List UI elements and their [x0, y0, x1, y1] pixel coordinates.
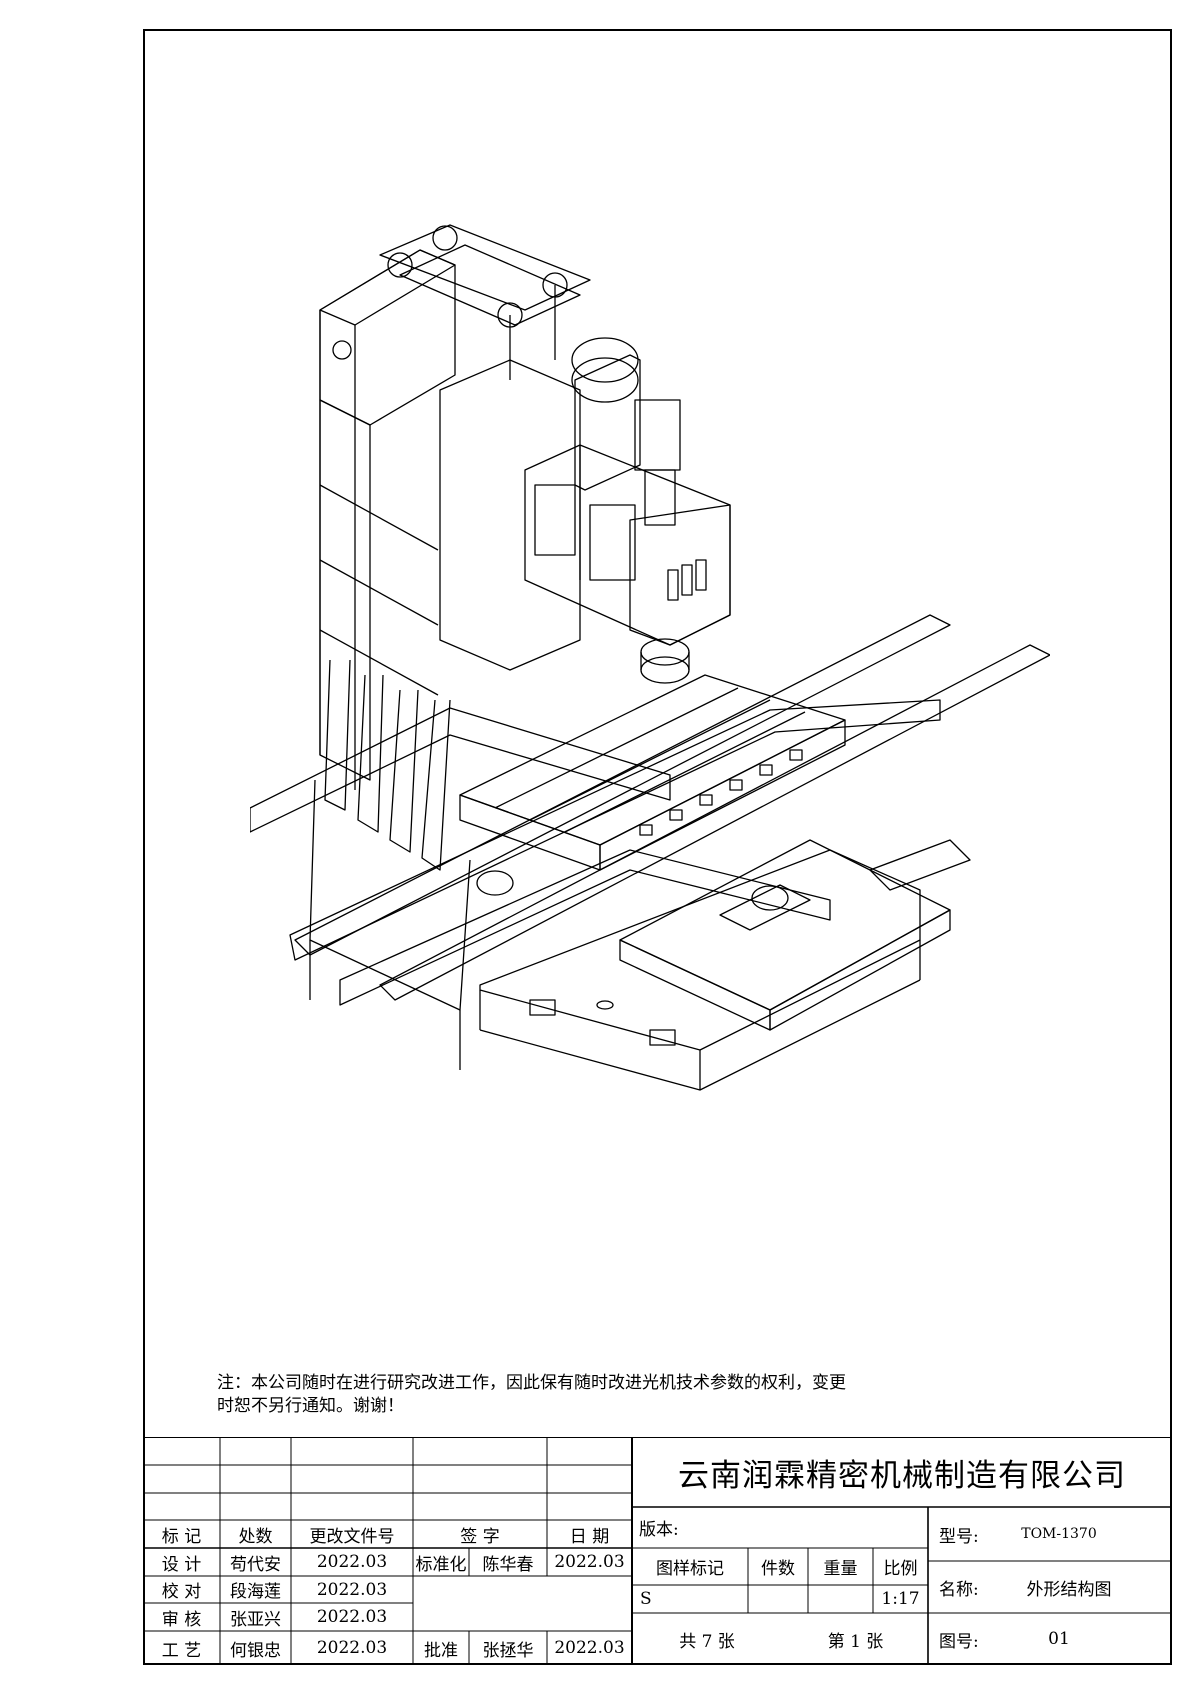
spindle-head [439, 337, 731, 684]
scale-value: 1:17 [881, 1589, 920, 1609]
name-value: 外形结构图 [1026, 1579, 1112, 1600]
role-process: 工 艺 [161, 1640, 202, 1661]
header-mark: 标 记 [161, 1526, 202, 1547]
drawing-frame [143, 29, 1172, 1665]
total-sheets: 共 7 张 [679, 1631, 735, 1652]
name-label: 名称: [939, 1579, 979, 1600]
person-design: 苟代安 [230, 1554, 281, 1575]
person-approve: 张拯华 [482, 1640, 534, 1661]
version-label: 版本: [639, 1520, 679, 1540]
title-block: 云南润霖精密机械制造有限公司 标 记 处数 更改文件号 签 字 日 期 设 计 … [143, 1437, 1172, 1665]
model-value: TOM-1370 [1021, 1526, 1097, 1542]
title-block-grid [143, 1437, 1172, 1665]
note-line-1: 注：本公司随时在进行研究改进工作，因此保有随时改进光机技术参数的权利，变更 [217, 1373, 846, 1393]
date-standard: 2022.03 [554, 1552, 625, 1572]
scale-label: 比例 [883, 1559, 918, 1579]
header-date: 日 期 [569, 1526, 610, 1547]
header-qty: 处数 [238, 1526, 273, 1547]
column [309, 249, 471, 1070]
role-approve: 批准 [424, 1640, 458, 1661]
pieces-label: 件数 [761, 1559, 795, 1579]
role-check: 校 对 [161, 1582, 202, 1602]
header-change-doc: 更改文件号 [309, 1526, 395, 1547]
saddle-and-rails [289, 614, 1050, 1031]
note-line-2: 时恕不另行通知。谢谢！ [217, 1396, 404, 1416]
role-design: 设 计 [161, 1554, 202, 1575]
drawing-mark-label: 图样标记 [656, 1559, 724, 1579]
role-review: 审 核 [161, 1609, 202, 1630]
date-process: 2022.03 [316, 1638, 388, 1658]
person-check: 段海莲 [230, 1582, 281, 1602]
drawing-no-value: 01 [1048, 1629, 1070, 1649]
date-review: 2022.03 [316, 1607, 388, 1627]
sheet-number: 第 1 张 [827, 1631, 884, 1652]
revision-note: 注：本公司随时在进行研究改进工作，因此保有随时改进光机技术参数的权利，变更 时恕… [217, 1372, 977, 1418]
header-signature: 签 字 [460, 1526, 500, 1547]
machine-base [250, 707, 921, 1091]
drawing-no-label: 图号: [939, 1631, 979, 1652]
date-check: 2022.03 [316, 1579, 388, 1600]
machine-isometric-drawing [250, 224, 1050, 1091]
date-design: 2022.03 [316, 1552, 388, 1572]
drawing-mark-value: S [640, 1589, 652, 1609]
person-review: 张亚兴 [230, 1609, 281, 1630]
date-approve: 2022.03 [554, 1638, 625, 1658]
weight-label: 重量 [823, 1559, 858, 1579]
role-standard: 标准化 [415, 1554, 467, 1575]
company-name: 云南润霖精密机械制造有限公司 [678, 1457, 1126, 1494]
person-standard: 陈华春 [482, 1554, 534, 1575]
pulley-assembly [379, 224, 591, 380]
person-process: 何银忠 [230, 1640, 281, 1661]
model-label: 型号: [939, 1526, 979, 1547]
